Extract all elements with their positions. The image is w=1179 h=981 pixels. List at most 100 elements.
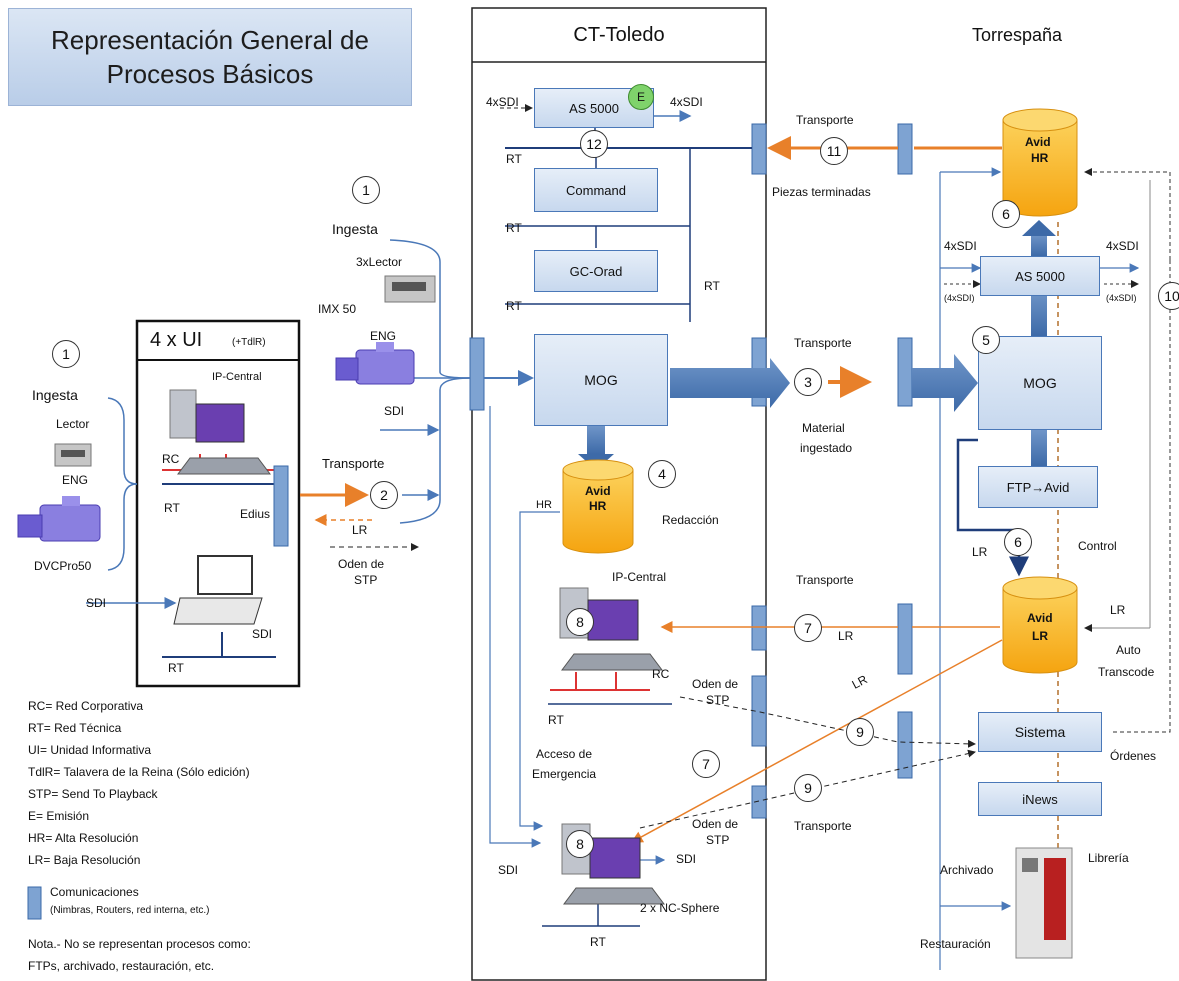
oden-stp-ct-line2: STP bbox=[706, 693, 730, 707]
rc-ui-label: RC bbox=[162, 452, 180, 466]
ordenes-label: Órdenes bbox=[1110, 749, 1157, 763]
avid-hr-torre-label-2: HR bbox=[1031, 151, 1049, 165]
oden-stp-line1: Oden de bbox=[338, 557, 385, 571]
emision-badge: E bbox=[628, 84, 654, 110]
mog-torre-box: MOG bbox=[978, 336, 1102, 430]
sistema-box: Sistema bbox=[978, 712, 1102, 752]
acceso-label-2: Emergencia bbox=[532, 767, 597, 781]
acceso-label-1: Acceso de bbox=[536, 747, 593, 761]
oden-stp-nc-line2: STP bbox=[706, 833, 730, 847]
step-2: 2 bbox=[370, 481, 398, 509]
lr-torre-right-label: LR bbox=[1110, 603, 1126, 617]
step-3: 3 bbox=[794, 368, 822, 396]
oden-stp-ct-line1: Oden de bbox=[692, 677, 739, 691]
hr-link-label: HR bbox=[536, 499, 552, 511]
libreria-label: Librería bbox=[1088, 851, 1129, 865]
archivado-label: Archivado bbox=[940, 863, 994, 877]
material-label-1: Material bbox=[802, 421, 845, 435]
avid-hr-torre-label-1: Avid bbox=[1025, 135, 1051, 149]
sdi-middle-label: SDI bbox=[384, 404, 405, 418]
legend-item-stp: STP= Send To Playback bbox=[28, 787, 158, 801]
step-5: 5 bbox=[972, 326, 1000, 354]
note-line-2: FTPs, archivado, restauración, etc. bbox=[28, 959, 215, 973]
mog-ct-box: MOG bbox=[534, 334, 668, 426]
avid-hr-cylinder-torre bbox=[1002, 108, 1078, 217]
step-8b: 8 bbox=[566, 830, 594, 858]
diagram-title: Representación General de Procesos Básic… bbox=[8, 8, 412, 106]
as5000-torre-sdi-in-b: (4xSDI) bbox=[944, 293, 975, 303]
step-4: 4 bbox=[648, 460, 676, 488]
dvcpro-label: DVCPro50 bbox=[34, 559, 92, 573]
legend-comms-sub: (Nimbras, Routers, red interna, etc.) bbox=[50, 905, 210, 916]
as5000-torre-box: AS 5000 bbox=[980, 256, 1100, 296]
nc-sphere-label: 2 x NC-Sphere bbox=[640, 901, 720, 915]
step-7b: 7 bbox=[692, 750, 720, 778]
rt-ct-3-label: RT bbox=[506, 299, 522, 313]
rt-ct-2-label: RT bbox=[506, 221, 522, 235]
title-line-1: Representación General de bbox=[51, 25, 369, 55]
ingesta-left-label: Ingesta bbox=[32, 387, 78, 403]
oden-stp-nc-line1: Oden de bbox=[692, 817, 739, 831]
ui-header-sub: (+TdlR) bbox=[232, 337, 266, 348]
sdi-nc-out-label: SDI bbox=[676, 852, 697, 866]
eng-middle-label: ENG bbox=[370, 329, 397, 343]
legend-item-rt: RT= Red Técnica bbox=[28, 721, 122, 735]
eng-camera-icon-2 bbox=[335, 342, 415, 385]
lector-device-icon bbox=[54, 443, 92, 467]
ui-header: 4 x UI bbox=[150, 329, 203, 351]
auto-transcode-label-1: Auto bbox=[1116, 643, 1141, 657]
transporte-top-label: Transporte bbox=[796, 113, 854, 127]
eng-camera-icon bbox=[17, 496, 101, 542]
rt-ct-5-label: RT bbox=[590, 935, 606, 949]
avid-lr-torre-label-1: Avid bbox=[1027, 611, 1053, 625]
step-6: 6 bbox=[992, 200, 1020, 228]
transporte-lr-label: Transporte bbox=[796, 573, 854, 587]
ip-central-ct-label: IP-Central bbox=[612, 570, 667, 584]
rt-ct-4-label: RT bbox=[548, 713, 564, 727]
redaccion-label: Redacción bbox=[662, 513, 719, 527]
avid-hr-cylinder-ct bbox=[562, 459, 634, 554]
oden-stp-line2: STP bbox=[354, 573, 378, 587]
inews-box: iNews bbox=[978, 782, 1102, 816]
step-12: 12 bbox=[580, 130, 608, 158]
lr-link-label: LR bbox=[838, 629, 854, 643]
auto-transcode-label-2: Transcode bbox=[1098, 665, 1155, 679]
avid-lr-cylinder-torre bbox=[1002, 576, 1078, 674]
imx50-label: IMX 50 bbox=[318, 302, 357, 316]
legend-item-tdlr: TdlR= Talavera de la Reina (Sólo edición… bbox=[28, 765, 250, 779]
avid-hr-ct-label-1: Avid bbox=[585, 484, 611, 498]
legend-item-ui: UI= Unidad Informativa bbox=[28, 743, 152, 757]
sdi-nc-in-label: SDI bbox=[498, 863, 519, 877]
rt-ct-1-label: RT bbox=[506, 152, 522, 166]
as5000-sdi-in-label: 4xSDI bbox=[486, 95, 519, 109]
torrespana-header: Torrespaña bbox=[972, 25, 1063, 45]
avid-lr-torre-label-2: LR bbox=[1032, 629, 1048, 643]
sdi-edius-label: SDI bbox=[252, 627, 273, 641]
step-7: 7 bbox=[794, 614, 822, 642]
as5000-torre-sdi-in-label: 4xSDI bbox=[944, 239, 977, 253]
ip-central-computer-icon-ui bbox=[169, 389, 271, 475]
step-9: 9 bbox=[846, 718, 874, 746]
avid-hr-ct-label-2: HR bbox=[589, 499, 607, 513]
step-8: 8 bbox=[566, 608, 594, 636]
rc-ct-label: RC bbox=[652, 667, 670, 681]
lr-torre-label: LR bbox=[972, 545, 988, 559]
step-6b: 6 bbox=[1004, 528, 1032, 556]
gc-orad-box: GC-Orad bbox=[534, 250, 658, 292]
transporte-ui-label: Transporte bbox=[322, 456, 385, 471]
legend-item-e: E= Emisión bbox=[28, 809, 90, 823]
step-9b: 9 bbox=[794, 774, 822, 802]
libreria-storage-icon bbox=[1015, 847, 1073, 959]
rt-ct-side-label: RT bbox=[704, 279, 720, 293]
material-label-2: ingestado bbox=[800, 441, 853, 455]
as5000-torre-sdi-out-label: 4xSDI bbox=[1106, 239, 1139, 253]
legend-item-rc: RC= Red Corporativa bbox=[28, 699, 144, 713]
rt-ui-bottom-label: RT bbox=[168, 661, 184, 675]
step-1-left: 1 bbox=[52, 340, 80, 368]
step-10: 10 bbox=[1158, 282, 1179, 310]
3xlector-label: 3xLector bbox=[356, 255, 403, 269]
edius-label: Edius bbox=[240, 507, 271, 521]
sdi-left-label: SDI bbox=[86, 596, 107, 610]
as5000-sdi-out-label: 4xSDI bbox=[670, 95, 703, 109]
